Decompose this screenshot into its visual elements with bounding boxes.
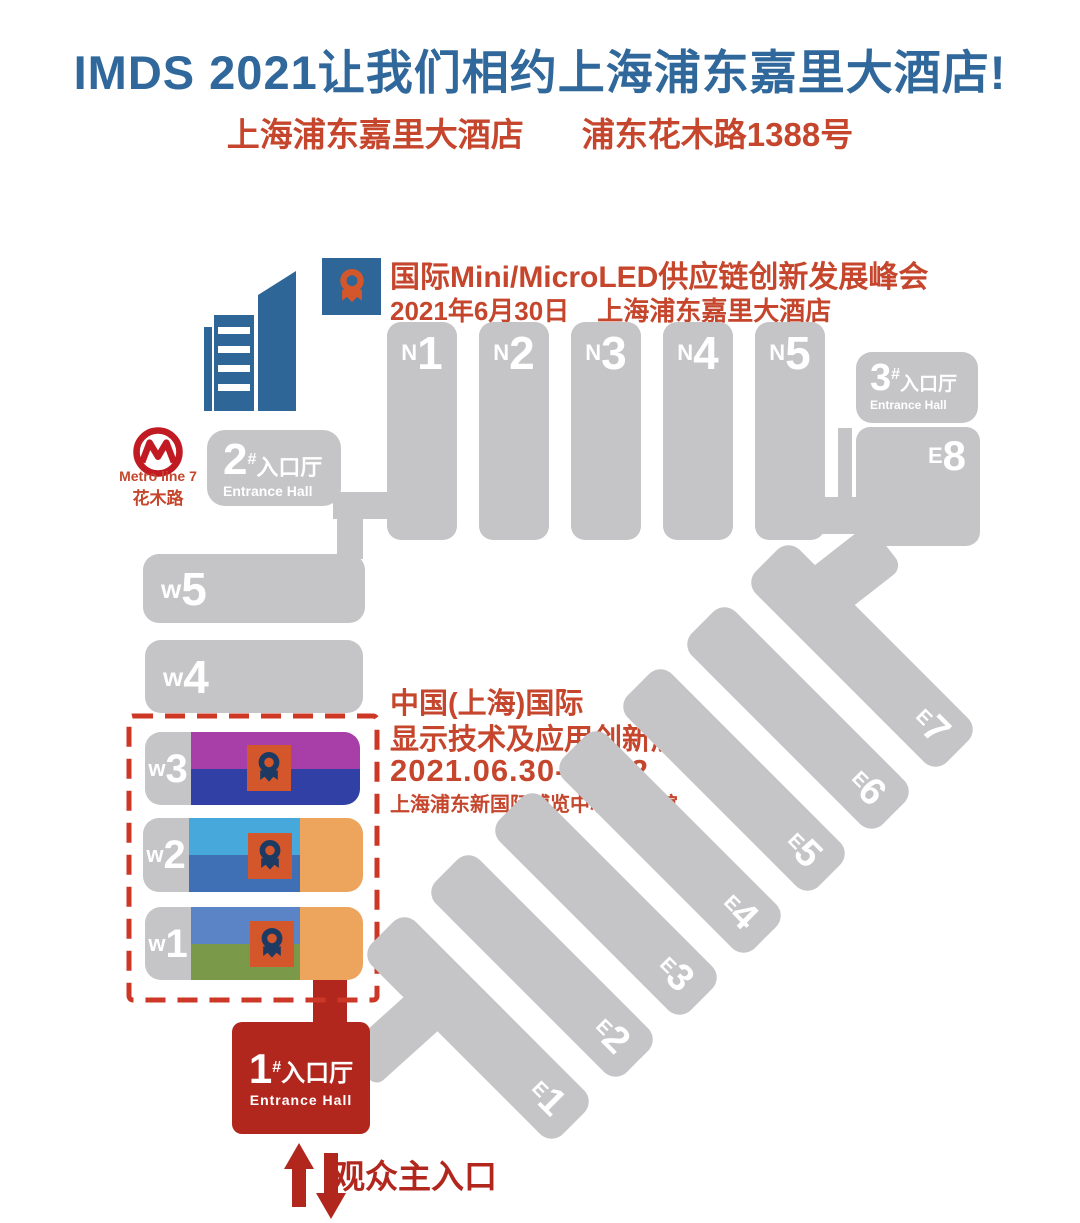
metro-station-label: 花木路 [132,489,184,508]
entrance-number: 3 [870,357,892,399]
expo-title-line1: 中国(上海)国际 [390,688,584,720]
corridor-segment [337,512,363,559]
event-badge [247,745,291,791]
hall-prefix: w [161,573,182,604]
metro-line-label: Metro line 7 [119,468,197,484]
entrance-number: 2 [223,435,248,484]
main-entrance-label: 观众主入口 [332,1158,497,1195]
page-title: IMDS 2021让我们相约上海浦东嘉里大酒店! [73,46,1007,99]
metro-logo-icon [133,427,183,477]
entrance-label: 3#入口厅 [870,359,978,397]
hall-number: 4 [693,327,719,379]
hall-number: 1 [417,327,443,379]
hall-prefix: N [493,340,510,365]
entrance-hash: # [891,366,901,383]
entrance-label: 1#入口厅 [249,1048,353,1090]
page-subtitle: 上海浦东嘉里大酒店 浦东花木路1388号 [0,108,1080,156]
summit-venue: 上海浦东嘉里大酒店 [597,296,832,326]
hall-number: 2 [509,327,535,379]
hall-number: 3 [601,327,627,379]
color-segment-orange [300,818,363,892]
hotel-address: 浦东花木路1388号 [581,116,854,153]
hall-prefix: w [148,930,166,956]
medal-icon [339,268,364,302]
entrance-hall-1: 1#入口厅 Entrance Hall [232,1022,370,1134]
color-segment-orange [300,907,363,980]
summit-date: 2021年6月30日 [390,296,570,326]
entrance-arrows-icon [284,1143,346,1219]
medal-icon [258,752,280,782]
entrance-cn-label: 入口厅 [281,1060,354,1087]
hall-number: 8 [942,432,966,479]
entrance-cn-label: 入口厅 [900,374,958,395]
summit-date-line: 2021年6月30日 上海浦东嘉里大酒店 [390,291,831,328]
entrance-hall-3: 3#入口厅 Entrance Hall [856,352,978,423]
expo-title-line2: 显示技术及应用创新展 [390,724,681,756]
hall-prefix: w [163,661,184,692]
hall-number: 2 [163,833,186,877]
hall-prefix: N [585,340,602,365]
hotel-name: 上海浦东嘉里大酒店 [226,116,524,153]
entrance-hash: # [247,451,257,468]
hall-number: 5 [785,327,811,379]
hall-prefix: N [401,340,418,365]
hall-number: 4 [183,650,209,703]
entrance-hall-2: 2#入口厅 Entrance Hall [207,430,341,506]
medal-icon [259,840,281,870]
hall-prefix: N [677,340,694,365]
entrance-en-label: Entrance Hall [249,1092,353,1108]
hall-number: 3 [165,746,188,791]
hall-prefix: w [146,842,164,867]
corridor-segment [814,497,858,534]
event-badge [250,921,294,967]
entrance-cn-label: 入口厅 [256,455,323,480]
entrance-number: 1 [248,1045,273,1092]
summit-badge [322,258,381,315]
corridor-segment [838,428,852,511]
entrance-en-label: Entrance Hall [870,398,947,412]
expo-highlight-dashed-border [126,713,380,1003]
hall-number: 5 [181,562,207,615]
hall-prefix: E [927,443,943,468]
event-badge [248,833,292,879]
medal-icon [261,928,283,958]
hall-prefix: w [148,755,166,781]
entrance-hash: # [272,1059,282,1076]
hall-prefix: N [769,340,786,365]
building-icon [204,271,296,411]
summit-title: 国际Mini/MicroLED供应链创新发展峰会 [390,261,929,294]
entrance-en-label: Entrance Hall [223,483,313,499]
hall-number: 1 [165,921,188,966]
entrance-label: 2#入口厅 [223,438,341,482]
